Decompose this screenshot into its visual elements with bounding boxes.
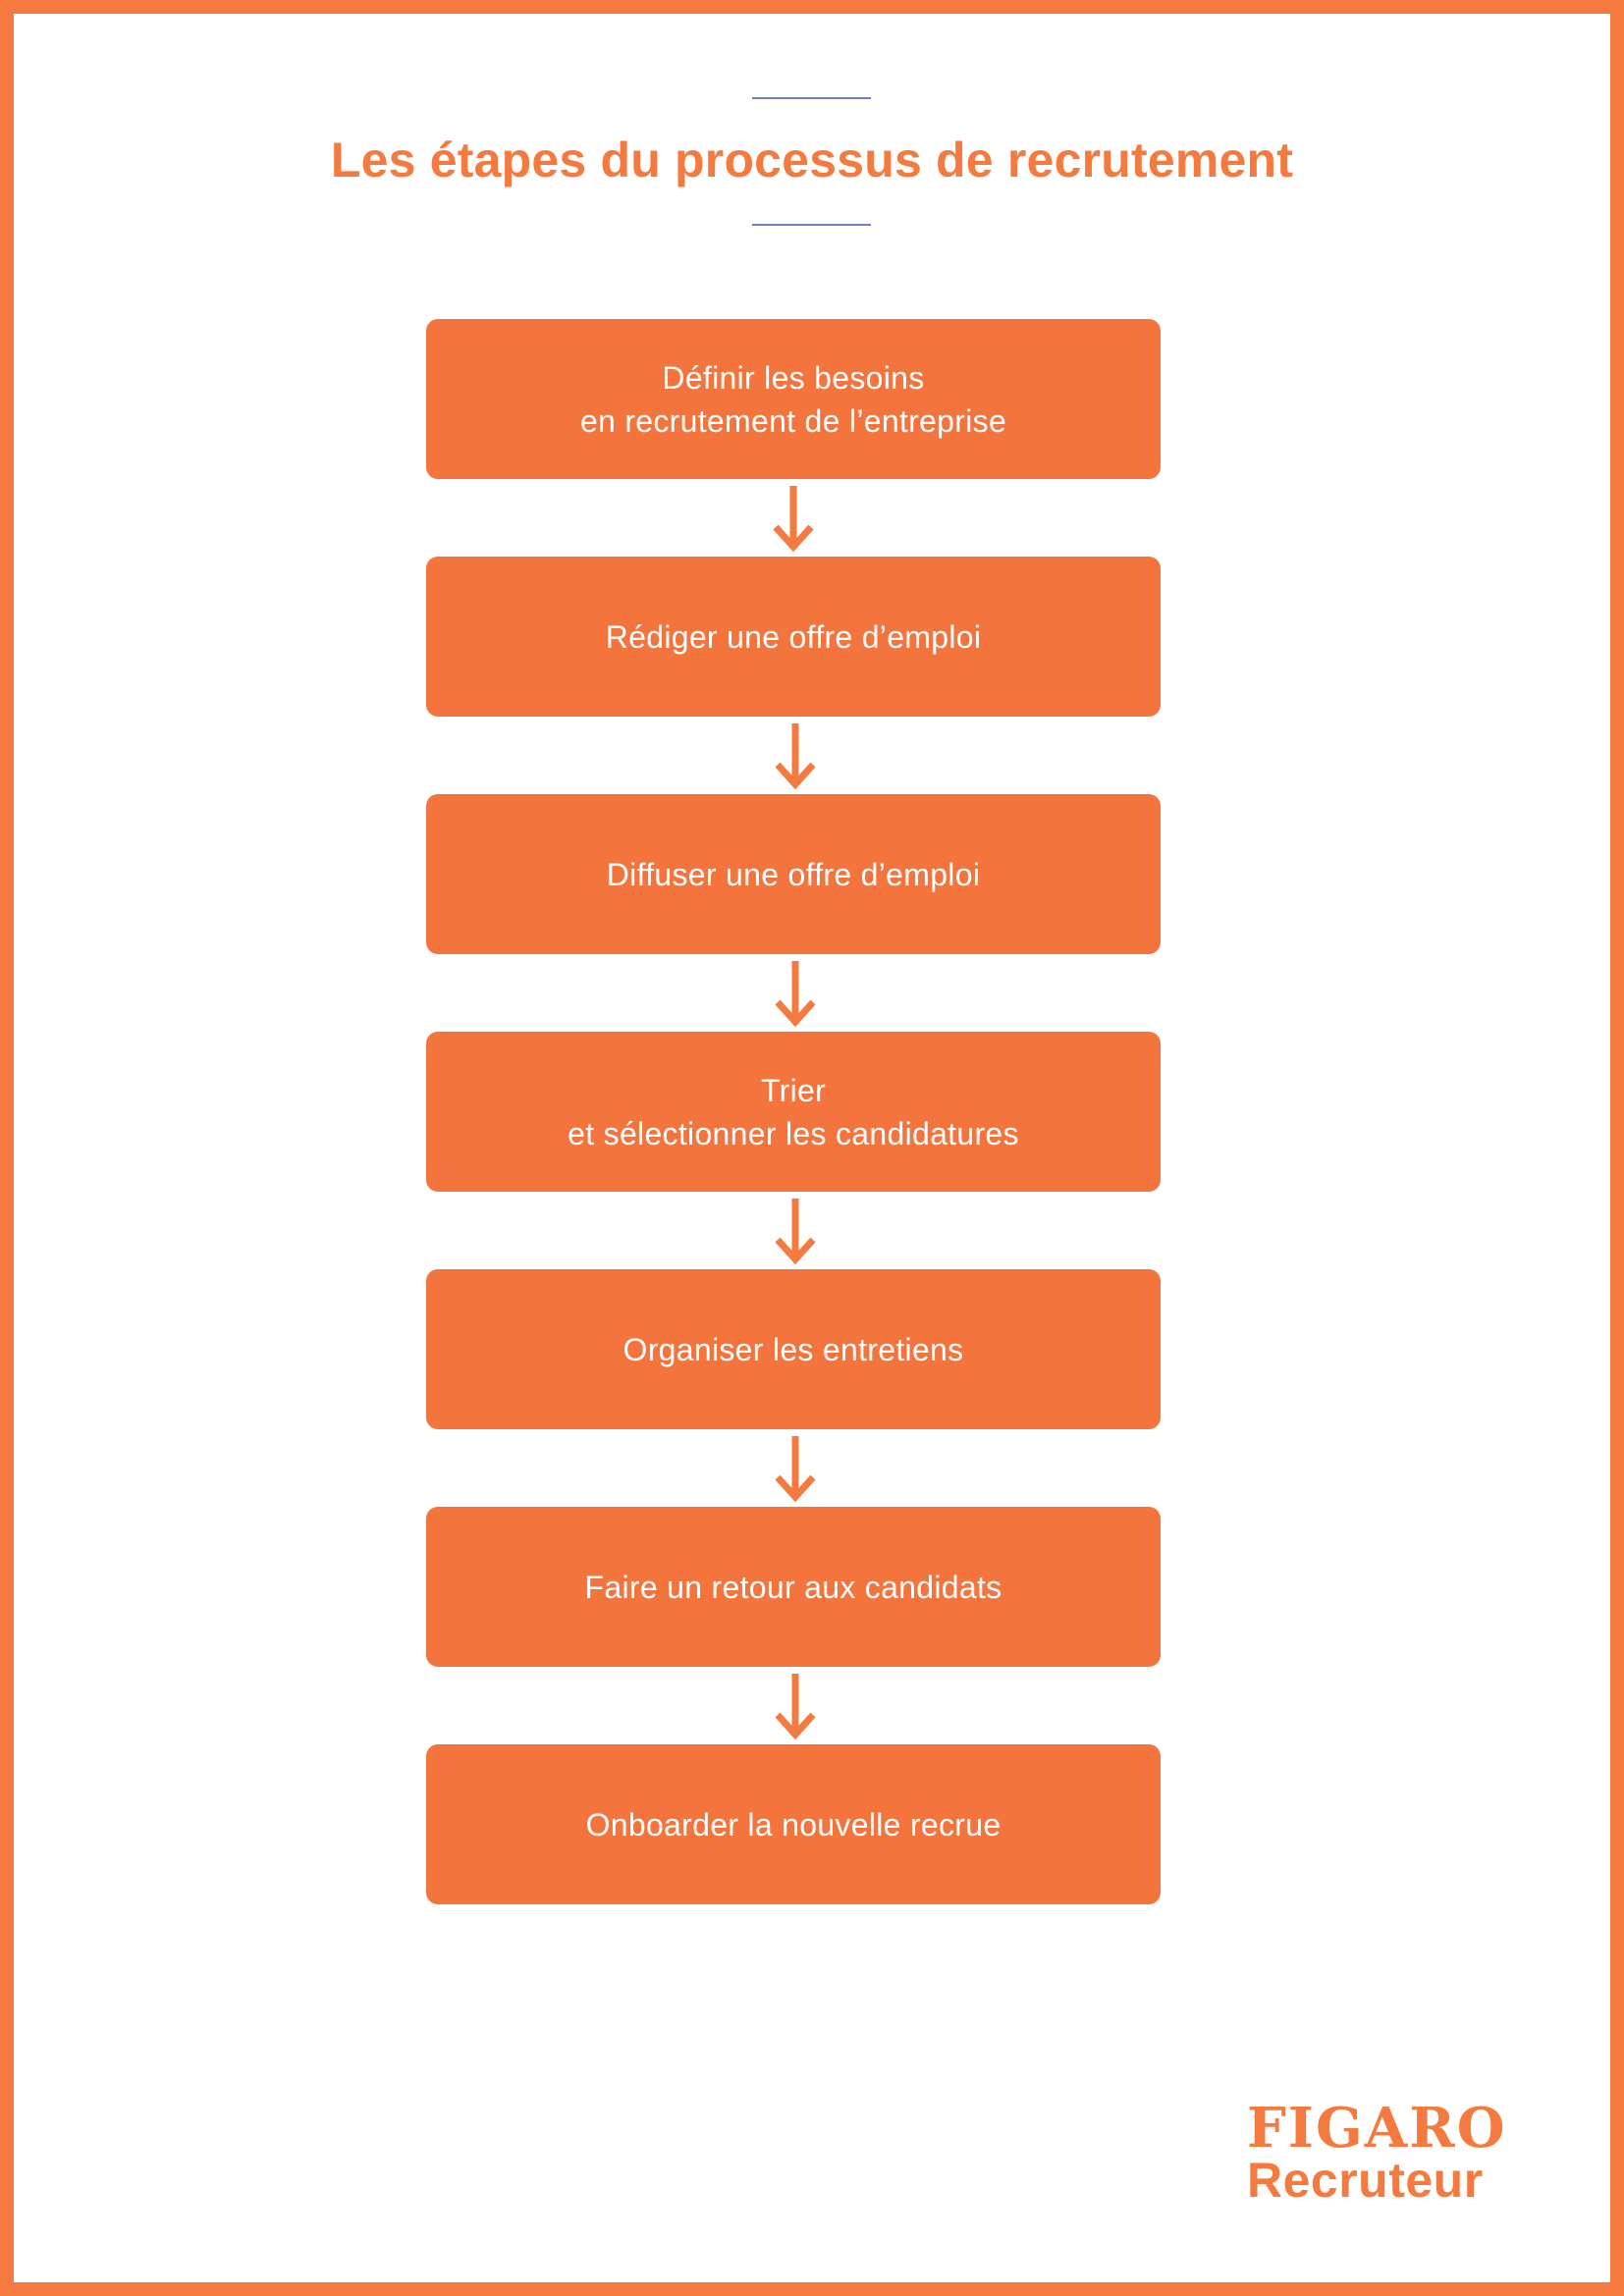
arrow-down-icon [773, 486, 814, 553]
step-4-box: Trier et sélectionner les candidatures [426, 1032, 1161, 1192]
title-rule-top [752, 97, 871, 99]
step-6-box: Faire un retour aux candidats [426, 1507, 1161, 1667]
arrow-down-icon [775, 1199, 816, 1265]
step-7-box: Onboarder la nouvelle recrue [426, 1744, 1161, 1904]
step-3-label: Diffuser une offre d’emploi [606, 856, 981, 892]
arrow-down-icon [775, 1436, 816, 1503]
arrow-down-icon [775, 1674, 816, 1740]
title-rule-bottom [752, 224, 871, 226]
step-5-box: Organiser les entretiens [426, 1269, 1161, 1429]
step-2-label: Rédiger une offre d’emploi [605, 618, 982, 655]
step-6-label: Faire un retour aux candidats [584, 1569, 1002, 1605]
step-1-box: Définir les besoins en recrutement de l’… [426, 319, 1161, 479]
logo-line-recruteur: Recruteur [1247, 2153, 1484, 2208]
page-title: Les étapes du processus de recrutement [330, 133, 1294, 187]
step-1-label: Définir les besoins en recrutement de l’… [579, 359, 1007, 439]
step-7-label: Onboarder la nouvelle recrue [585, 1806, 1001, 1842]
arrow-down-icon [775, 723, 816, 790]
logo-line-figaro: FIGARO [1247, 2096, 1507, 2161]
figaro-recruteur-logo: FIGARO Recruteur [1247, 2101, 1532, 2205]
step-5-label: Organiser les entretiens [623, 1331, 964, 1367]
step-4-label: Trier et sélectionner les candidatures [568, 1072, 1019, 1151]
arrow-down-icon [775, 961, 816, 1028]
step-3-box: Diffuser une offre d’emploi [426, 794, 1161, 954]
step-2-box: Rédiger une offre d’emploi [426, 557, 1161, 717]
